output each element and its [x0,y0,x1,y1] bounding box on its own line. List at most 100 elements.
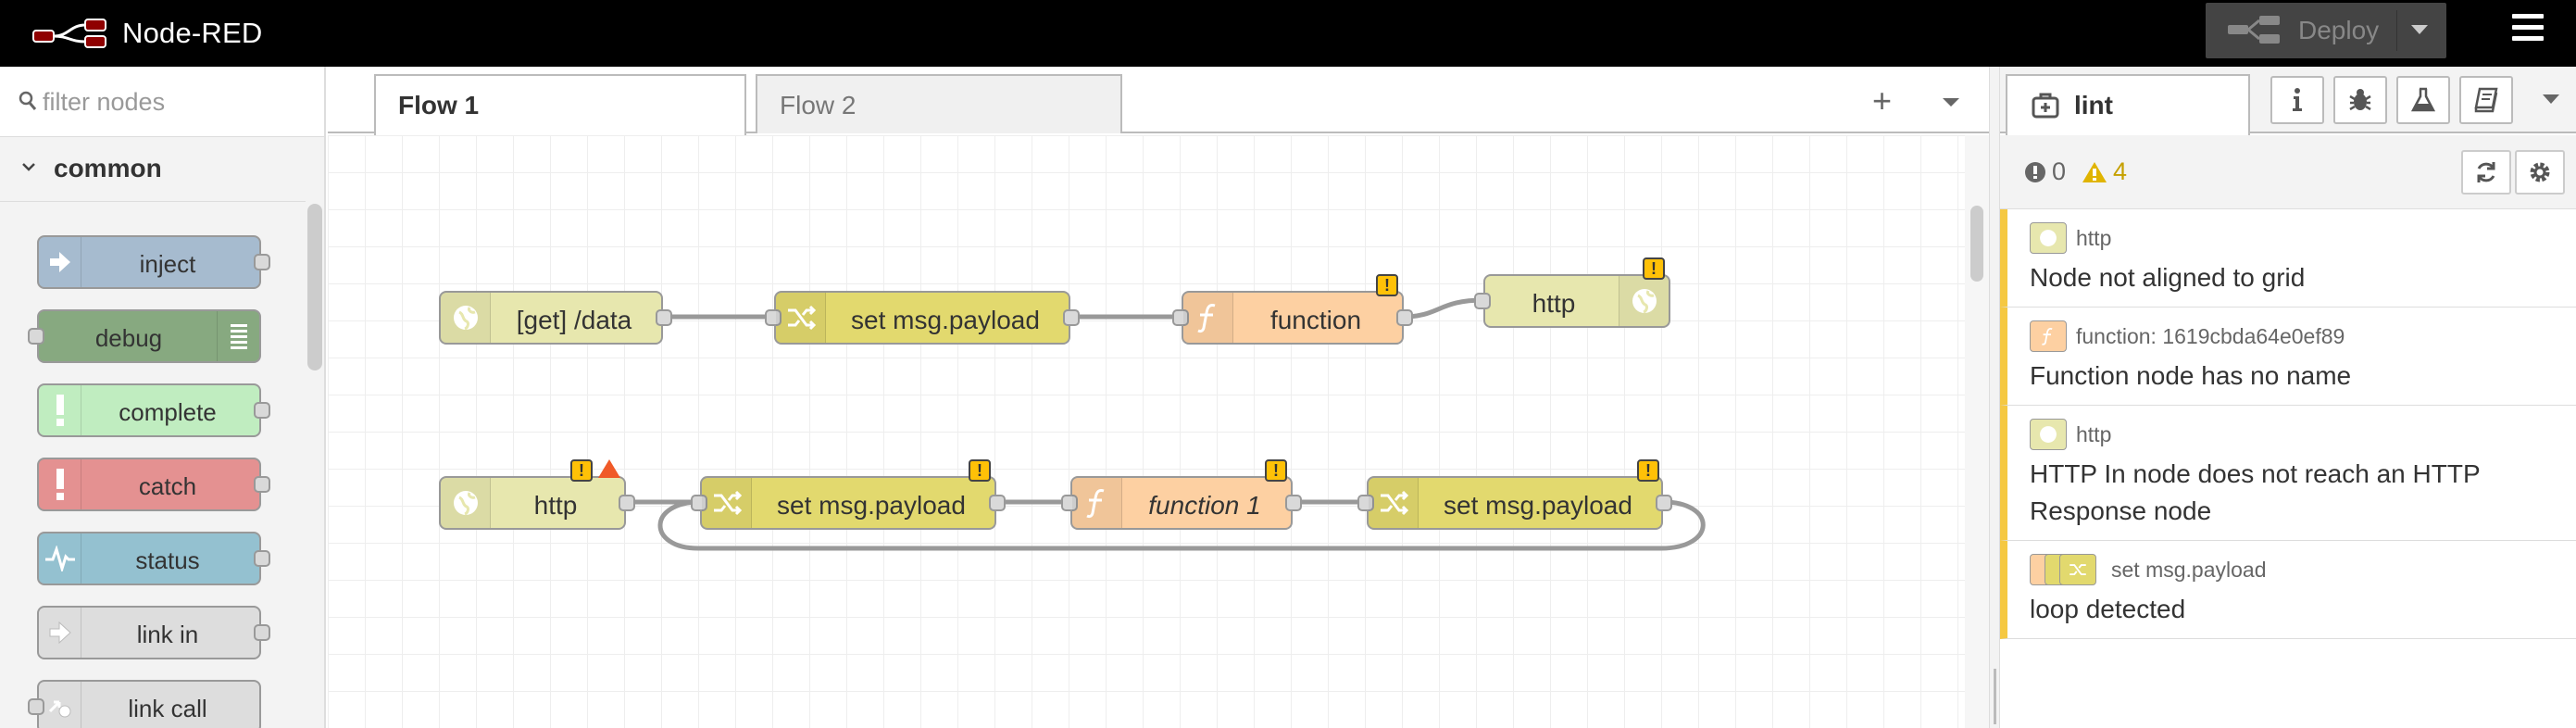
flow-node-http-in-get-data[interactable]: [get] /data [439,291,672,345]
shuffle-icon [2059,554,2096,585]
function-icon [1183,293,1233,343]
tab-lint[interactable]: lint [2006,74,2250,135]
workspace-scrollbar-thumb[interactable] [1970,206,1983,282]
flow-node-input-port[interactable] [1061,495,1078,511]
palette-node-inject[interactable]: inject [37,235,270,289]
palette-node-label: debug [94,324,163,352]
tab-info[interactable] [2270,76,2324,124]
flow-node-output-port[interactable] [1656,495,1672,511]
bug-icon [2349,89,2371,111]
flow-node-output-port[interactable] [1063,309,1080,326]
chevron-down-icon [22,163,35,171]
shuffle-icon [702,478,752,528]
sidebar-resize-grip[interactable] [1994,669,1996,724]
palette-node-status[interactable]: status [37,532,270,585]
flow-node-input-port[interactable] [765,309,782,326]
settings-button[interactable] [2515,150,2565,195]
palette-search [0,67,324,137]
flow-list-dropdown-icon[interactable] [1943,98,1959,107]
flow-node-output-port[interactable] [656,309,672,326]
flow-node-input-port[interactable] [1357,495,1374,511]
node-stack-icon [2030,554,2107,585]
sidebar-more-dropdown-icon[interactable] [2543,94,2559,106]
palette-node-label: link call [128,695,207,722]
warning-badge-icon: ! [1265,459,1287,482]
palette-node-port [254,550,270,567]
lint-item-node-label: function: 1619cbda64e0ef89 [2076,323,2345,348]
refresh-button[interactable] [2461,150,2511,195]
error-circle-icon [2025,161,2045,182]
flow-node-output-port[interactable] [619,495,635,511]
tab-help[interactable] [2459,76,2513,124]
warning-badge-icon: ! [1637,459,1659,482]
flow-node-output-port[interactable] [1396,309,1413,326]
flow-canvas[interactable]: [get] /data set msg.payload function ! h… [328,135,1965,728]
lint-item[interactable]: function: 1619cbda64e0ef89 Function node… [2000,308,2576,406]
hamburger-icon [2512,14,2544,19]
deploy-button[interactable]: Deploy [2206,3,2446,58]
tab-flow-2[interactable]: Flow 2 [756,74,1122,133]
palette-node-complete[interactable]: complete [37,383,270,437]
palette-node-label: status [135,546,200,574]
lint-item[interactable]: http Node not aligned to grid [2000,209,2576,308]
flow-node-label: http [533,491,578,520]
lint-item-node: set msg.payload [2030,554,2266,585]
flow-node-change-set-payload-2[interactable]: set msg.payload ! [691,459,1006,530]
palette-node-link-in[interactable]: link in [37,606,270,659]
flow-node-function-1[interactable]: function 1 ! [1061,459,1302,530]
tab-flow-1[interactable]: Flow 1 [374,74,746,135]
flow-tab-bar: Flow 1 Flow 2 + [328,67,1989,135]
lint-item[interactable]: http HTTP In node does not reach an HTTP… [2000,406,2576,541]
lint-item-node: http [2030,419,2111,450]
workspace: Flow 1 Flow 2 + [get] /data [328,67,1989,728]
flow-node-output-port[interactable] [989,495,1006,511]
palette-node-port [28,328,44,345]
tab-debug[interactable] [2333,76,2387,124]
globe-icon [441,293,491,343]
palette-node-port [254,402,270,419]
book-icon [2474,87,2498,113]
error-count-value: 0 [2052,157,2067,185]
tab-lint-label: lint [2074,91,2113,119]
warning-badge-icon: ! [969,459,991,482]
flow-node-function[interactable]: function ! [1172,274,1413,345]
link-in-icon [39,608,81,658]
palette-node-catch[interactable]: catch [37,458,270,511]
add-flow-icon[interactable]: + [1872,82,1893,119]
palette-scrollbar-thumb[interactable] [307,204,322,370]
lint-item[interactable]: set msg.payload loop detected [2000,541,2576,639]
lint-item-node: http [2030,222,2111,254]
search-icon [19,91,37,110]
flow-node-input-port[interactable] [691,495,707,511]
node-red-logo-icon [32,19,106,48]
flow-node-input-port[interactable] [1474,293,1491,309]
warning-count-value: 4 [2113,157,2128,185]
palette-category-common[interactable]: common [0,137,306,202]
palette-search-input[interactable] [43,83,311,120]
flow-node-output-port[interactable] [1285,495,1302,511]
flow-node-input-port[interactable] [1172,309,1189,326]
palette-node-label: catch [138,472,197,500]
deploy-icon [2228,16,2280,44]
palette-node-debug[interactable]: debug [28,309,261,363]
warning-triangle-icon [2082,161,2107,182]
palette-scrollbar[interactable] [306,137,324,728]
flow-node-http-in[interactable]: http ! [439,459,635,530]
flow-node-http-response[interactable]: http ! [1474,257,1670,328]
function-icon [2030,320,2067,352]
workspace-scrollbar[interactable] [1965,135,1989,728]
sidebar: lint 0 4 [2000,67,2576,728]
info-icon [2293,88,2302,111]
flow-node-label: [get] /data [516,306,632,334]
flow-node-change-set-payload[interactable]: set msg.payload [765,291,1080,345]
tab-test[interactable] [2396,76,2450,124]
warning-badge-icon: ! [1643,257,1665,280]
pulse-icon [39,533,81,584]
palette-node-label: complete [119,398,217,426]
deploy-dropdown-icon[interactable] [2411,25,2428,34]
main-menu-button[interactable] [2507,14,2548,51]
sidebar-separator[interactable] [1989,67,2000,728]
palette-node-link-call[interactable]: link call [28,680,261,728]
exclamation-icon [39,459,81,509]
flow-node-change-set-payload-3[interactable]: set msg.payload ! [1357,459,1672,530]
